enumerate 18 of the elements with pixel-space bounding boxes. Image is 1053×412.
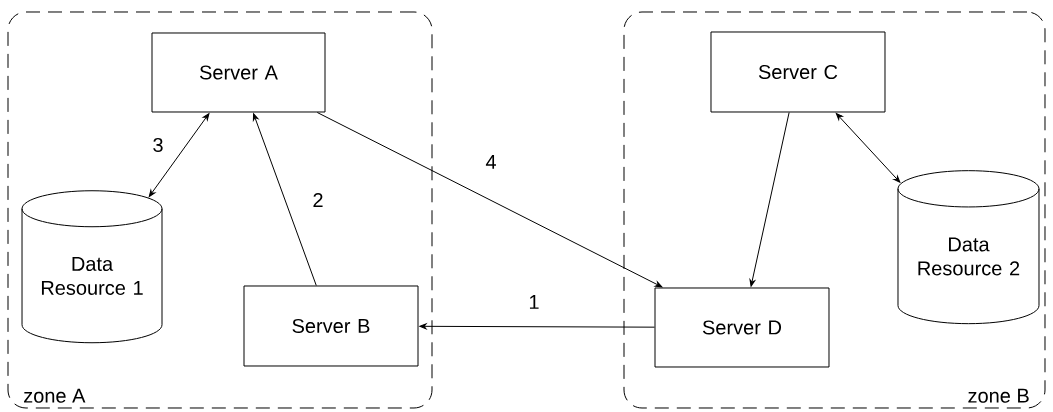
data-cylinder: Data Resource 2 <box>897 170 1040 325</box>
edge-label: 3 <box>150 135 166 155</box>
arrow <box>316 112 663 288</box>
edge-label: 1 <box>526 293 542 311</box>
zone-label: zone B <box>968 388 1029 403</box>
zone-label: zone A <box>24 388 86 403</box>
arrow <box>749 112 790 287</box>
arrow <box>252 113 317 286</box>
arrow <box>419 323 655 330</box>
edge-label: 2 <box>310 191 326 209</box>
arrow <box>835 113 901 183</box>
arrow <box>148 113 210 197</box>
data-cylinder: Data Resource 1 <box>21 190 163 344</box>
server-box: Server D <box>654 287 830 368</box>
edge-label: 4 <box>483 153 499 171</box>
server-box: Server B <box>243 285 419 367</box>
server-box: Server A <box>151 32 326 113</box>
server-box: Server C <box>710 31 886 113</box>
